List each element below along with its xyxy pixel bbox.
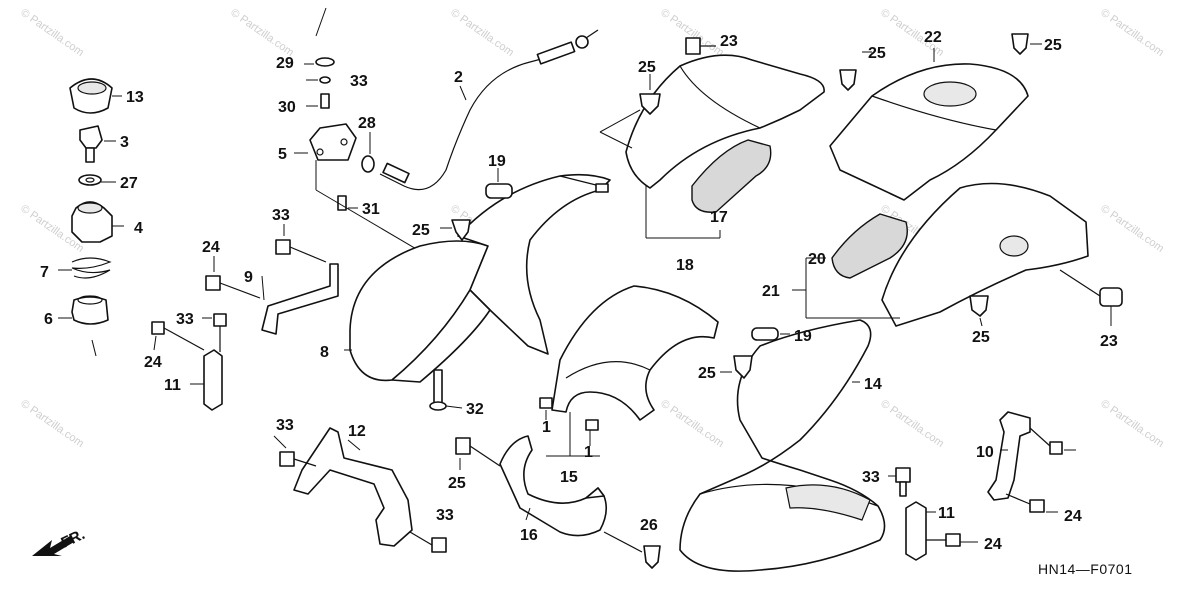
callout-1: 1 — [584, 444, 593, 461]
callout-28: 29 — [276, 55, 294, 72]
callout-18: 18 — [676, 257, 694, 274]
callout-33: 33 — [276, 417, 294, 434]
bracket-12 — [273, 427, 447, 553]
callout-25: 26 — [640, 517, 658, 534]
callout-11: 11 — [938, 505, 955, 522]
callout-17: 17 — [710, 209, 728, 226]
center-cover-15 — [539, 285, 719, 457]
side-cover-18 — [599, 37, 825, 239]
side-cover-21 — [792, 182, 1123, 327]
front-direction-label: FR. — [59, 526, 88, 552]
callout-19: 19 — [488, 153, 506, 170]
watermark: © Partzilla.com — [1098, 398, 1166, 450]
callout-23: 23 — [720, 33, 738, 50]
callout-21: 21 — [762, 283, 780, 300]
callout-15: 15 — [560, 469, 578, 486]
callout-27: 28 — [358, 115, 376, 132]
callout-13: 13 — [126, 89, 144, 106]
callout-22: 22 — [924, 29, 942, 46]
callout-1: 1 — [542, 419, 551, 436]
watermark: © Partzilla.com — [18, 398, 86, 450]
callout-32: 33 — [350, 73, 368, 90]
callout-16: 16 — [520, 527, 538, 544]
throttle-parts — [58, 78, 124, 357]
bracket-9 — [205, 224, 339, 335]
throttle-cable — [379, 29, 599, 191]
rear-cover-14 — [679, 319, 911, 572]
watermark: © Partzilla.com — [878, 398, 946, 450]
watermark: © Partzilla.com — [1098, 203, 1166, 255]
callout-25: 25 — [698, 365, 716, 382]
callout-5: 5 — [278, 146, 287, 163]
callout-layer: 1 1 2 3 4 5 6 7 8 9 10 11 11 12 13 14 15… — [40, 29, 1118, 553]
callout-25: 25 — [972, 329, 990, 346]
callout-2: 2 — [454, 69, 463, 86]
watermark: © Partzilla.com — [658, 398, 726, 450]
callout-11: 11 — [164, 377, 181, 394]
front-fender — [344, 168, 611, 411]
callout-30: 31 — [362, 201, 380, 218]
callout-29: 30 — [278, 99, 296, 116]
callout-31: 32 — [466, 401, 484, 418]
callout-26: 27 — [120, 175, 138, 192]
front-arrow-icon — [32, 536, 74, 556]
callout-12: 12 — [348, 423, 366, 440]
callout-23: 23 — [1100, 333, 1118, 350]
callout-24: 24 — [202, 239, 220, 256]
callout-33: 33 — [272, 207, 290, 224]
callout-19: 19 — [794, 328, 812, 345]
callout-10: 10 — [976, 444, 994, 461]
watermark: © Partzilla.com — [1098, 7, 1166, 59]
callout-25: 25 — [412, 222, 430, 239]
callout-25: 25 — [448, 475, 466, 492]
callout-33: 33 — [862, 469, 880, 486]
callout-6: 6 — [44, 311, 53, 328]
callout-25: 25 — [1044, 37, 1062, 54]
watermark: © Partzilla.com — [448, 7, 516, 59]
callout-25: 25 — [868, 45, 886, 62]
callout-24: 24 — [984, 536, 1002, 553]
bracket-11-left — [151, 313, 227, 411]
front-direction-indicator: FR. — [32, 526, 88, 556]
callout-33: 33 — [436, 507, 454, 524]
callout-8: 8 — [320, 344, 329, 361]
callout-25: 25 — [638, 59, 656, 76]
callout-33: 33 — [176, 311, 194, 328]
diagram-code: HN14—F0701 — [1038, 561, 1133, 577]
watermark: © Partzilla.com — [228, 7, 296, 59]
watermark: © Partzilla.com — [18, 7, 86, 59]
callout-24: 24 — [144, 354, 162, 371]
bracket-10 — [987, 411, 1076, 513]
callout-3: 3 — [120, 134, 129, 151]
callout-24: 24 — [1064, 508, 1082, 525]
callout-4: 4 — [134, 220, 143, 237]
callout-7: 7 — [40, 264, 49, 281]
callout-14: 14 — [864, 376, 882, 393]
callout-20: 20 — [808, 251, 826, 268]
tank-cover-22 — [829, 33, 1042, 201]
bracket-11-right — [905, 501, 978, 561]
callout-9: 9 — [244, 269, 253, 286]
lower-cover-16 — [455, 435, 661, 569]
